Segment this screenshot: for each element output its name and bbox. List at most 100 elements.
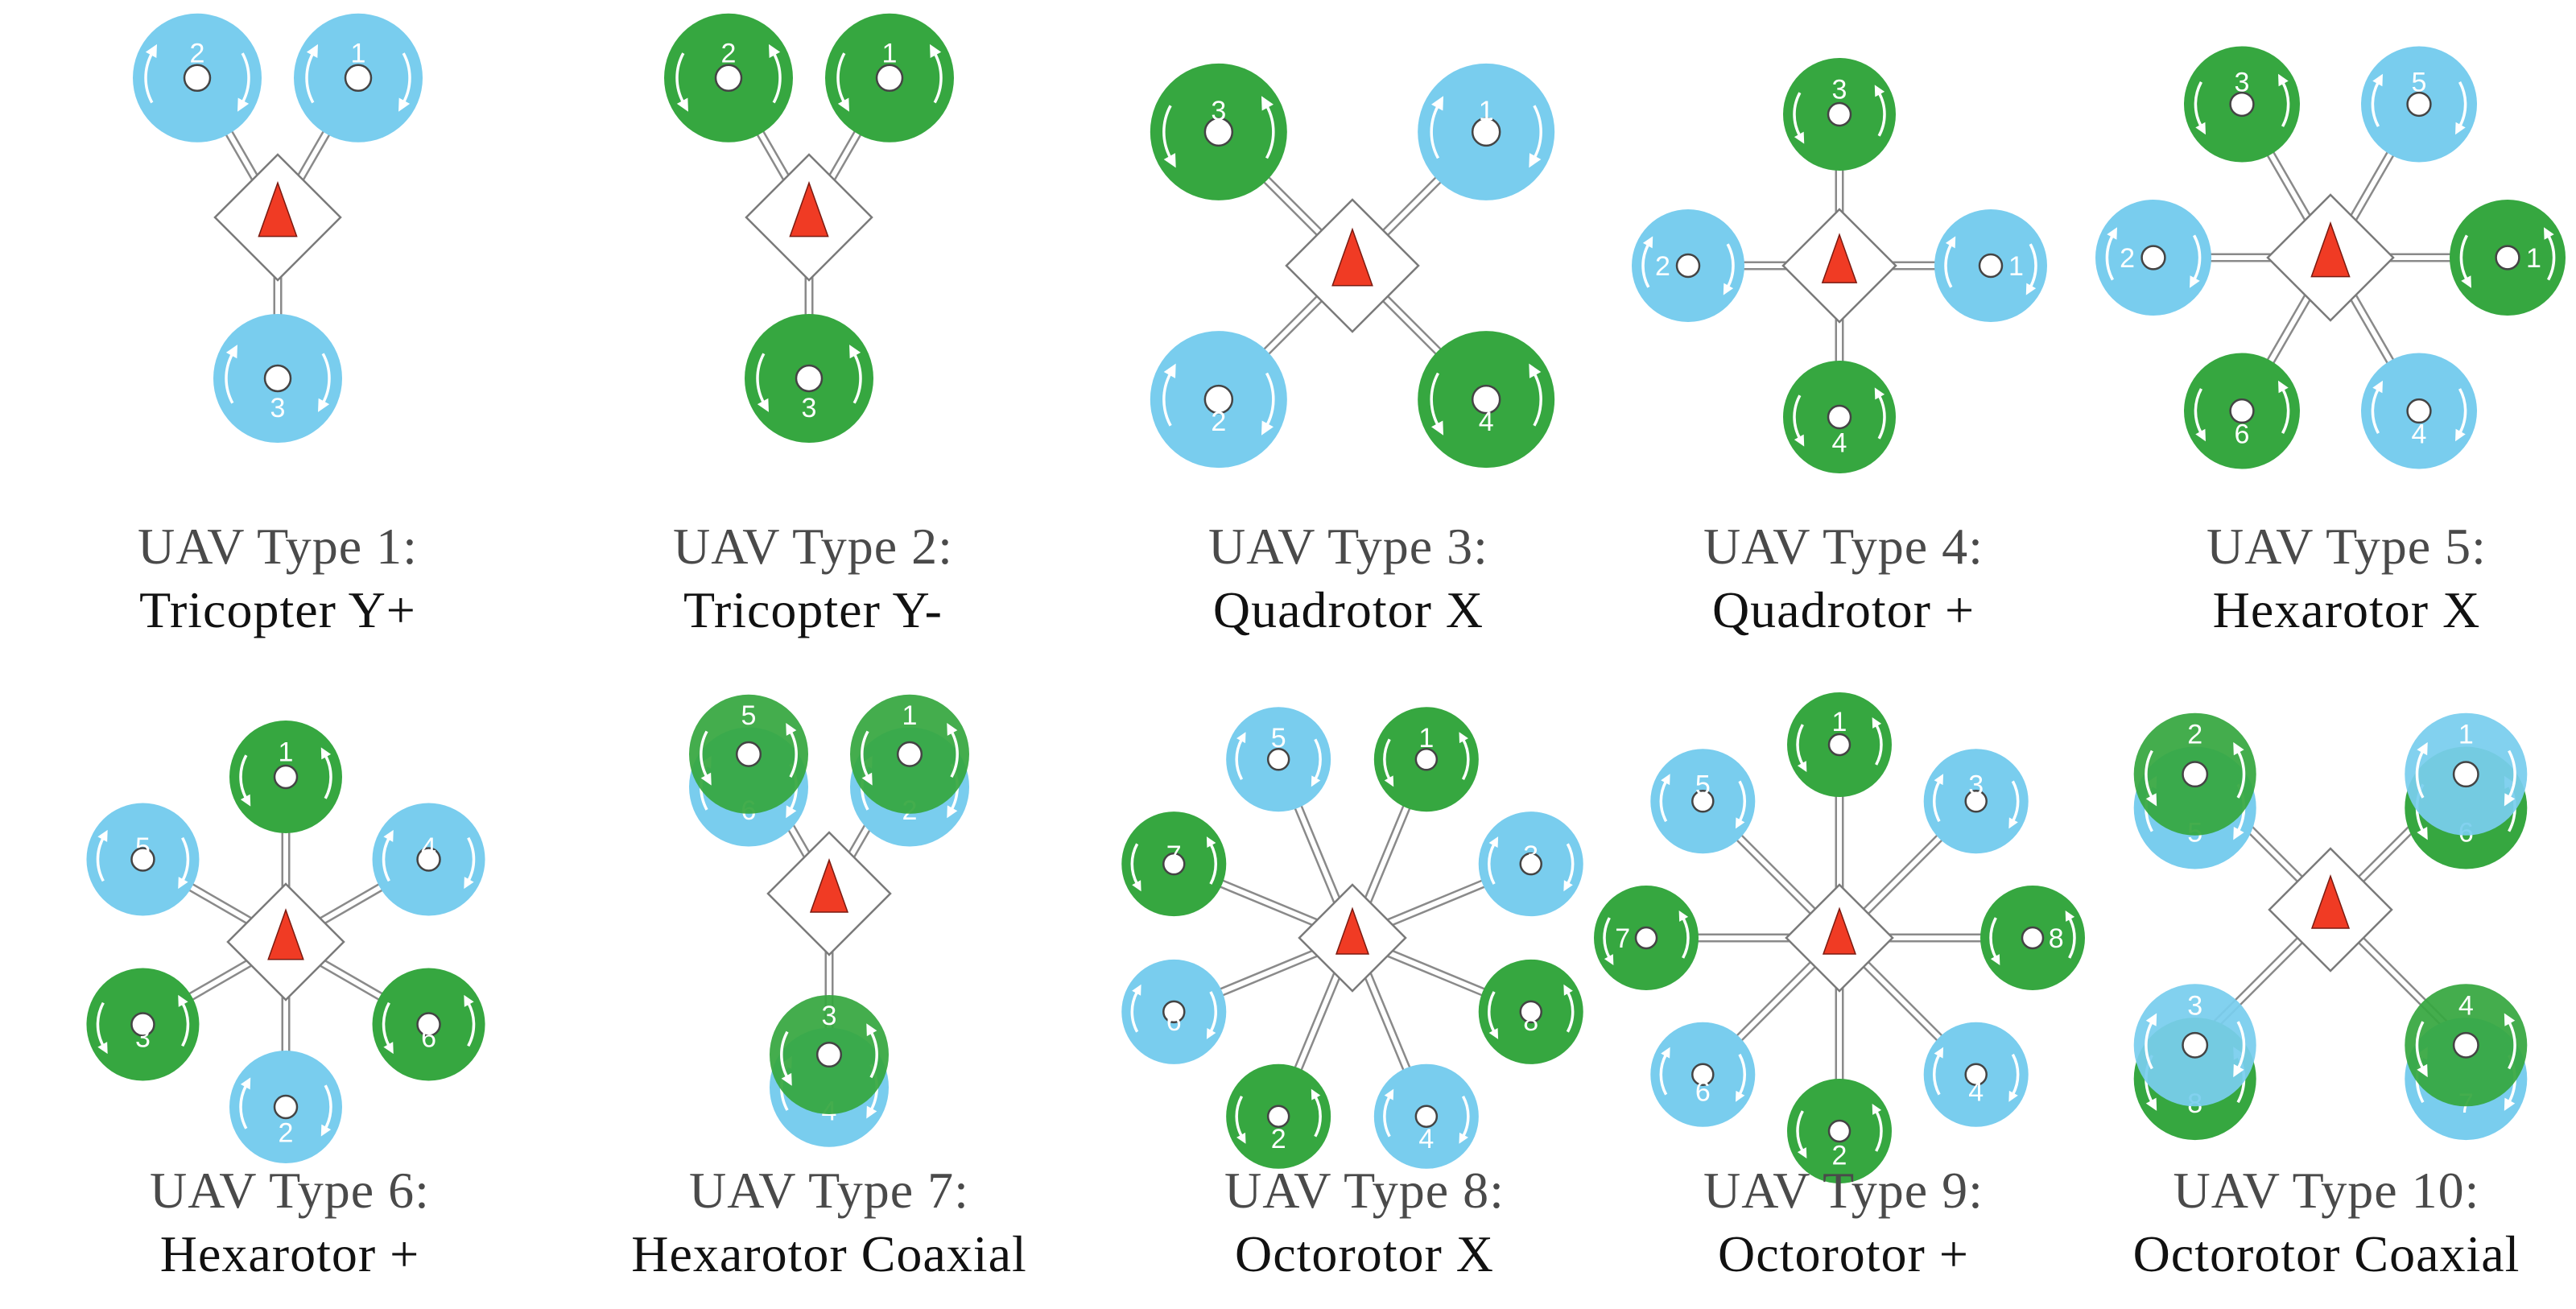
rotor-number: 3: [1523, 840, 1538, 871]
rotor-number: 7: [1615, 923, 1630, 954]
motor-hub: [1691, 1063, 1715, 1086]
motor-hub: [2406, 91, 2432, 118]
spin-arrow-head: [2504, 1013, 2516, 1026]
rotor-2: 2: [1787, 1079, 1892, 1183]
spin-arrow-head: [2195, 428, 2206, 442]
rotor-1: 1: [1418, 63, 1555, 200]
heading-arrow-icon: [789, 180, 829, 237]
spin-arrow-arc: [2371, 81, 2380, 127]
rotor-number: 2: [190, 39, 205, 69]
spin-arrow-head: [1661, 1047, 1670, 1059]
caption-type: UAV Type 7:: [689, 1162, 969, 1219]
caption-name: Hexarotor X: [2212, 581, 2481, 638]
rotor-number: 5: [2412, 67, 2427, 97]
spin-arrow-head: [2008, 1090, 2018, 1102]
uav-diagram-1: 123: [133, 13, 423, 443]
rotor-1: 1: [1934, 209, 2047, 322]
rotor-8: 8: [1478, 959, 1583, 1064]
spin-arrow-arc: [321, 353, 331, 404]
spin-arrow-arc: [1989, 917, 1997, 959]
motor-hub: [2452, 761, 2479, 788]
spin-arrow-head: [861, 772, 873, 786]
rotor-5: 5: [86, 803, 200, 916]
spin-arrow-arc: [1933, 780, 1941, 823]
spin-arrow-arc: [1235, 1095, 1244, 1138]
rotor-6: 6: [1121, 959, 1227, 1064]
motor-hub: [2495, 245, 2520, 270]
rotor-3: 3: [1783, 58, 1896, 171]
spin-arrow-arc: [2011, 1053, 2020, 1096]
rotor-number: 3: [270, 393, 286, 423]
motor-hub: [2452, 1031, 2479, 1059]
rotor-number: 3: [135, 1022, 151, 1053]
spin-arrow-head: [97, 1042, 108, 1055]
spin-arrow-head: [1642, 236, 1653, 249]
spin-arrow-arc: [1877, 92, 1886, 137]
caption-uav-1: UAV Type 1: Tricopter Y+: [28, 515, 527, 642]
rotor-number: 8: [1523, 1006, 1538, 1037]
spin-arrow-arc: [2029, 243, 2037, 288]
spin-arrow-arc: [96, 836, 105, 882]
spin-arrow-head: [2195, 122, 2206, 135]
spin-arrow-arc: [2236, 1021, 2246, 1070]
rotor-6: 6: [1650, 1022, 1756, 1127]
spin-arrow-arc: [96, 1001, 105, 1047]
rotor-3: 3: [1478, 811, 1583, 917]
rotor-2: 2: [2095, 200, 2211, 316]
spin-arrow-arc: [1235, 738, 1244, 781]
heading-arrow-icon: [1331, 227, 1373, 287]
caption-type: UAV Type 9:: [1703, 1162, 1984, 1219]
spin-arrow-arc: [836, 52, 846, 104]
spin-arrow-arc: [1461, 738, 1470, 781]
spin-arrow-head: [320, 747, 332, 760]
spin-arrow-arc: [1461, 1095, 1470, 1138]
heading-arrow-icon: [267, 908, 304, 960]
spin-arrow-arc: [144, 52, 154, 104]
spin-arrow-arc: [700, 730, 708, 778]
spin-arrow-arc: [2415, 1021, 2425, 1070]
spin-arrow-head: [2417, 741, 2428, 756]
rotor-number: 2: [1832, 1140, 1847, 1171]
rotor-number: 3: [2187, 990, 2202, 1021]
caption-type: UAV Type 2:: [673, 518, 953, 575]
spin-arrow-arc: [2547, 234, 2556, 281]
spin-arrow-head: [178, 877, 188, 890]
spin-arrow-head: [1563, 984, 1573, 996]
motor-hub: [1519, 1000, 1542, 1024]
spin-arrow-head: [1563, 880, 1573, 892]
rotor-1: 1: [825, 13, 954, 142]
rotor-number: 3: [1211, 96, 1226, 126]
spin-arrow-head: [1206, 836, 1216, 849]
rotor-4: 4: [2361, 353, 2477, 469]
spin-arrow-arc: [2011, 780, 2020, 823]
rotor-number: 6: [1166, 1006, 1182, 1037]
spin-arrow-arc: [1796, 724, 1804, 766]
spin-arrow-head: [398, 97, 411, 112]
spin-arrow-head: [1311, 775, 1321, 787]
spin-arrow-head: [145, 43, 157, 59]
spin-arrow-head: [2372, 73, 2383, 87]
spin-arrow-arc: [2371, 388, 2380, 434]
spin-arrow-head: [1236, 732, 1246, 744]
spin-arrow-head: [383, 829, 394, 842]
rotor-6: 6: [2184, 353, 2300, 469]
spin-arrow-arc: [1430, 372, 1440, 427]
uav-diagram-2: 123: [664, 13, 954, 443]
rotor-8: 8: [1980, 886, 2085, 990]
uav-diagram-10: 56872134: [2133, 712, 2528, 1141]
spin-arrow-head: [1132, 880, 1141, 892]
spin-arrow-arc: [305, 52, 315, 104]
spin-arrow-head: [2190, 275, 2200, 288]
spin-arrow-head: [1236, 1132, 1246, 1144]
spin-arrow-arc: [1430, 105, 1440, 159]
rotor-number: 1: [1418, 723, 1434, 754]
spin-arrow-head: [240, 1077, 251, 1090]
motor-hub: [263, 364, 292, 393]
spin-arrow-arc: [1875, 1110, 1883, 1152]
motor-hub: [1266, 1105, 1290, 1128]
spin-arrow-head: [178, 994, 188, 1007]
motor-hub: [2182, 1031, 2209, 1059]
